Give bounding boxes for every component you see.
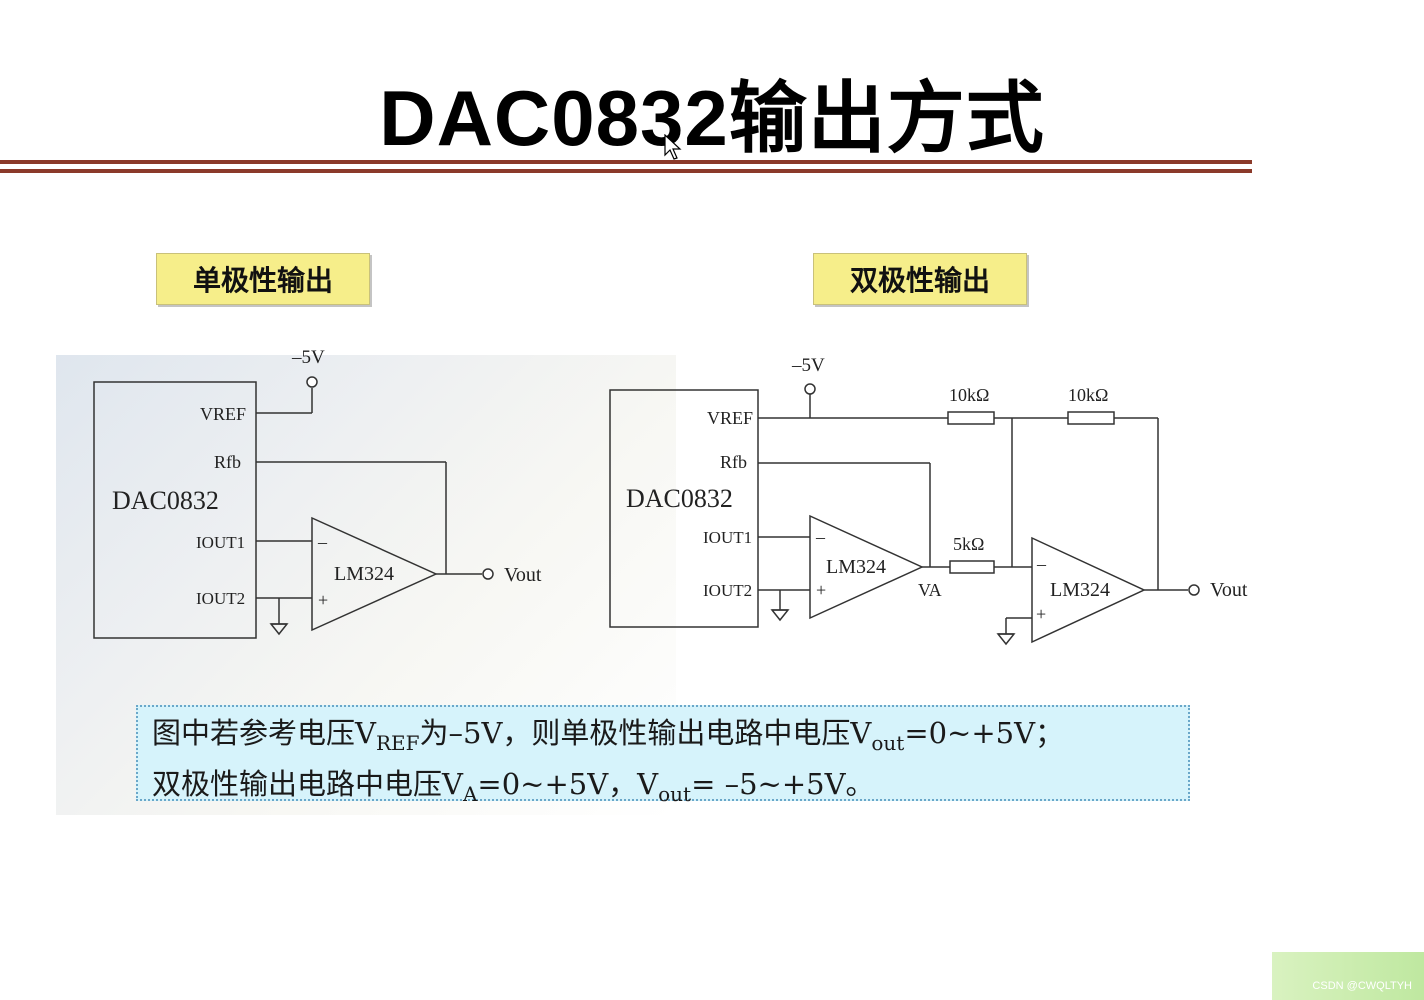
unipolar-label: 单极性输出 — [156, 253, 370, 305]
pin-iout1-label: IOUT1 — [196, 533, 245, 552]
pin-rfb-label: Rfb — [214, 452, 241, 472]
opamp1-label: LM324 — [826, 556, 886, 578]
pin-rfb-label: Rfb — [720, 452, 747, 472]
title-rule-bottom — [0, 169, 1252, 173]
chip-label: DAC0832 — [112, 486, 219, 515]
supply-terminal — [804, 383, 816, 395]
dac-chip-box — [609, 389, 759, 628]
note-line-1: 图中若参考电压VREF为–5V，则单极性输出电路中电压Vout=0~+5V； — [152, 716, 1065, 755]
resistor-5k — [949, 560, 995, 574]
explanation-note: 图中若参考电压VREF为–5V，则单极性输出电路中电压Vout=0~+5V； 双… — [136, 705, 1190, 806]
unipolar-circuit: –5V VREF Rfb DAC0832 IOUT1 IOUT2 LM324 –… — [93, 347, 542, 639]
resistor-10k-b-label: 10kΩ — [1068, 385, 1108, 405]
opamp1-plus-label: + — [816, 580, 826, 600]
opamp2-minus-label: – — [1036, 554, 1047, 574]
supply-terminal — [306, 376, 318, 388]
resistor-10k-a-label: 10kΩ — [949, 385, 989, 405]
opamp1-triangle — [809, 514, 924, 620]
title-rule-top — [0, 160, 1252, 164]
output-label: Vout — [1210, 579, 1248, 601]
output-terminal — [1188, 584, 1200, 596]
supply-label: –5V — [291, 347, 325, 368]
pin-iout1-label: IOUT1 — [703, 528, 752, 547]
resistor-10k-b — [1067, 411, 1115, 425]
opamp2-label: LM324 — [1050, 579, 1110, 601]
opamp-plus-label: + — [318, 590, 328, 610]
dac-chip-box — [93, 381, 257, 639]
pin-iout2-label: IOUT2 — [703, 581, 752, 600]
resistor-5k-label: 5kΩ — [953, 534, 984, 554]
node-va-label: VA — [918, 580, 942, 600]
opamp2-triangle — [1031, 536, 1146, 644]
ground-symbol — [269, 623, 289, 636]
supply-label: –5V — [791, 355, 825, 376]
output-terminal — [482, 568, 494, 580]
opamp-triangle — [311, 516, 438, 632]
watermark: CSDN @CWQLTYH — [1272, 952, 1424, 1000]
opamp-label: LM324 — [334, 563, 394, 585]
bipolar-circuit: –5V VREF Rfb DAC0832 IOUT1 IOUT2 LM324 –… — [609, 355, 1248, 646]
mouse-cursor-icon — [664, 134, 682, 160]
bipolar-label: 双极性输出 — [813, 253, 1027, 305]
pin-vref-label: VREF — [707, 408, 753, 428]
pin-vref-label: VREF — [200, 404, 246, 424]
opamp1-minus-label: – — [815, 527, 826, 547]
resistor-10k-a — [947, 411, 995, 425]
note-line-2: 双极性输出电路中电压VA=0~+5V，Vout= –5~+5V。 — [152, 766, 875, 806]
chip-label: DAC0832 — [626, 484, 733, 513]
ground-symbol — [770, 609, 1016, 646]
page-title: DAC0832输出方式 — [379, 74, 1045, 162]
output-label: Vout — [504, 564, 542, 586]
opamp-minus-label: – — [317, 532, 328, 552]
pin-iout2-label: IOUT2 — [196, 589, 245, 608]
opamp2-plus-label: + — [1036, 604, 1046, 624]
